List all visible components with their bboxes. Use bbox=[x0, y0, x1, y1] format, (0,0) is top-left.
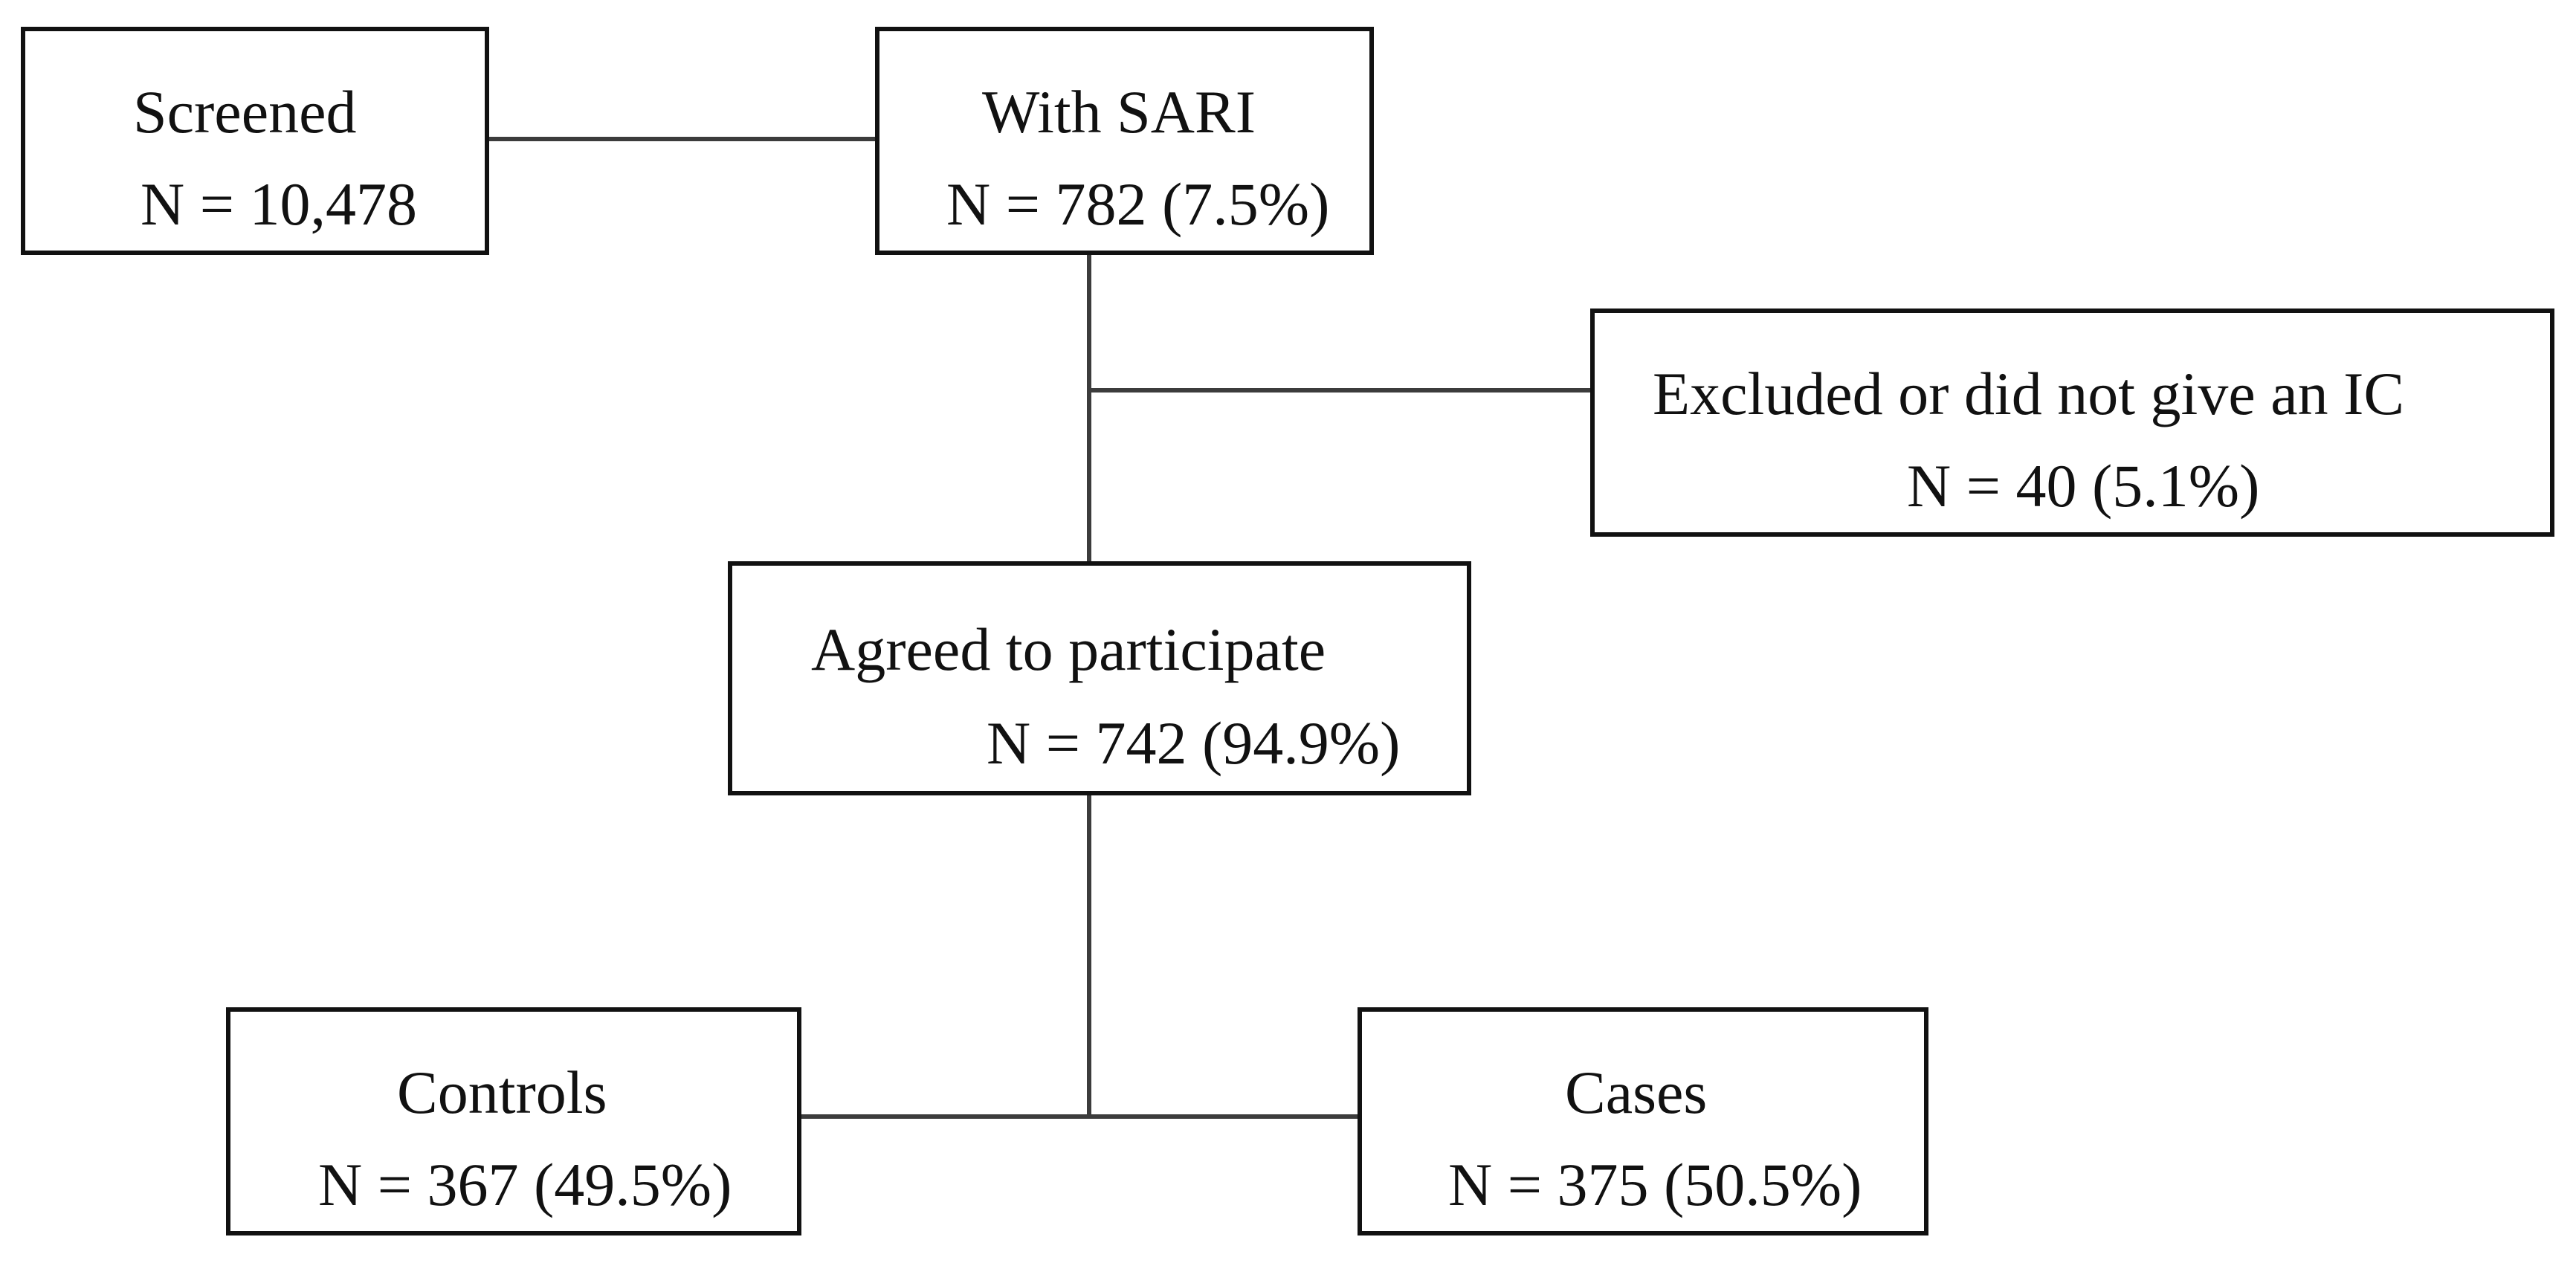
connector-to-controls bbox=[801, 1114, 1091, 1119]
excluded-count: N = 40 (5.1%) bbox=[1907, 452, 2260, 520]
connector-sari-to-agreed bbox=[1087, 255, 1091, 561]
controls-title: Controls bbox=[397, 1059, 607, 1126]
connector-screened-to-sari bbox=[489, 137, 875, 141]
agreed-title: Agreed to participate bbox=[811, 616, 1326, 683]
agreed-box: Agreed to participate N = 742 (94.9%) bbox=[728, 561, 1471, 795]
cases-box: Cases N = 375 (50.5%) bbox=[1358, 1007, 1928, 1235]
with-sari-count: N = 782 (7.5%) bbox=[946, 170, 1330, 238]
screened-box: Screened N = 10,478 bbox=[21, 27, 489, 255]
with-sari-title: With SARI bbox=[982, 78, 1256, 146]
excluded-box: Excluded or did not give an IC N = 40 (5… bbox=[1590, 309, 2554, 537]
with-sari-box: With SARI N = 782 (7.5%) bbox=[875, 27, 1374, 255]
screened-title: Screened bbox=[133, 78, 357, 146]
cases-title: Cases bbox=[1565, 1059, 1708, 1126]
connector-branch-to-excluded bbox=[1089, 388, 1590, 393]
controls-box: Controls N = 367 (49.5%) bbox=[226, 1007, 801, 1235]
connector-to-cases bbox=[1089, 1114, 1358, 1119]
connector-agreed-to-groups bbox=[1087, 795, 1091, 1119]
cases-count: N = 375 (50.5%) bbox=[1448, 1151, 1862, 1218]
controls-count: N = 367 (49.5%) bbox=[318, 1151, 732, 1218]
excluded-title: Excluded or did not give an IC bbox=[1653, 360, 2405, 427]
agreed-count: N = 742 (94.9%) bbox=[987, 709, 1401, 777]
screened-count: N = 10,478 bbox=[141, 170, 417, 238]
